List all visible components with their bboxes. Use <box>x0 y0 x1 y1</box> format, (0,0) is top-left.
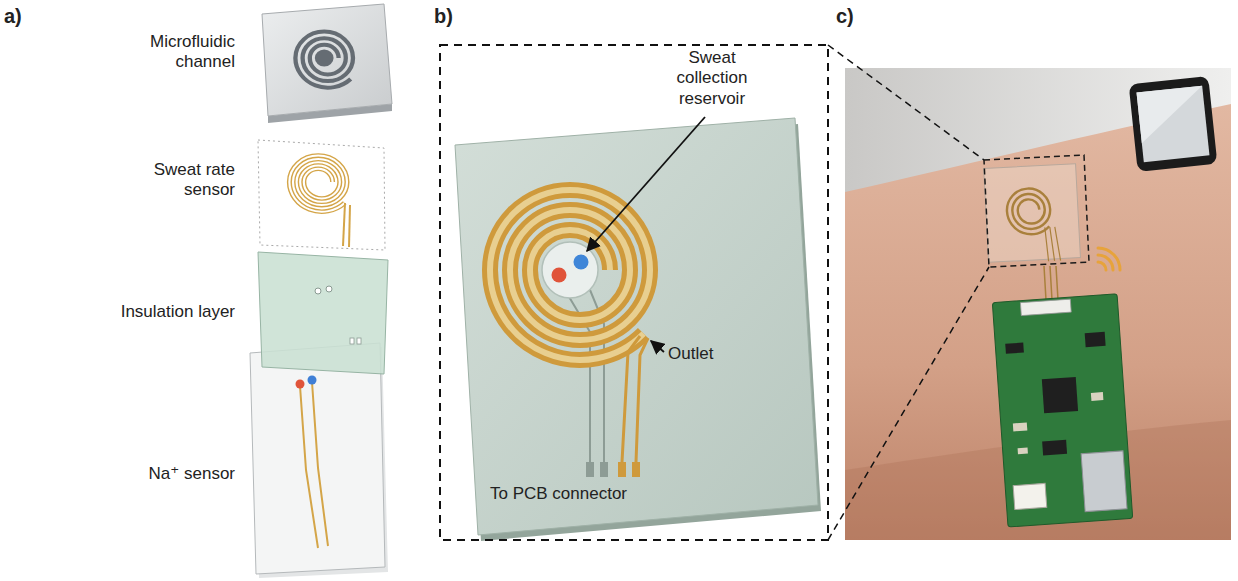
panel-letter: c) <box>836 4 876 28</box>
callout-arrow <box>587 117 705 251</box>
phone <box>1129 76 1218 172</box>
layer-label: Microfluidic channel <box>110 32 235 73</box>
sweat-rate-sensor-layer <box>289 156 347 212</box>
microfluidic-layer <box>262 4 392 116</box>
pcb <box>1091 392 1104 401</box>
layer-label: Insulation layer <box>80 302 235 322</box>
zoom-box <box>440 45 828 540</box>
pcb <box>1085 332 1106 347</box>
photo <box>845 68 1231 540</box>
photo <box>845 104 1231 540</box>
insulation-layer <box>357 338 361 344</box>
sweat-rate-sensor-layer <box>289 156 347 212</box>
photo <box>1044 266 1058 300</box>
phone <box>1137 86 1208 144</box>
device-plate <box>636 338 648 462</box>
zoom-line <box>828 267 989 540</box>
callout-arrow <box>587 117 705 352</box>
pcb <box>1042 440 1067 456</box>
pcb <box>1013 483 1047 509</box>
device-plate <box>490 190 650 360</box>
callout-label: To PCB connector <box>490 484 660 504</box>
sweat-rate-sensor-layer <box>349 205 350 247</box>
insulation-layer <box>258 252 388 374</box>
insulation-layer <box>326 286 332 292</box>
na-sensor-layer <box>250 343 388 578</box>
na-sensor-layer <box>300 386 318 548</box>
sweat-rate-sensor-layer <box>258 140 385 250</box>
device-plate <box>618 462 626 477</box>
device-plate <box>586 462 594 477</box>
callout-label: Sweat collection reservoir <box>662 48 762 109</box>
sweat-rate-sensor-layer <box>258 140 385 250</box>
microfluidic-layer <box>295 32 353 88</box>
device-plate <box>574 255 589 270</box>
device-plate <box>632 462 640 477</box>
microfluidic-layer <box>262 4 392 123</box>
zoom-line <box>828 45 989 540</box>
patch <box>984 164 1081 265</box>
pcb <box>992 294 1132 527</box>
insulation-layer <box>315 288 321 294</box>
sweat-rate-sensor-layer <box>343 203 345 246</box>
wireless-symbol <box>1098 262 1106 270</box>
wireless-symbol <box>1098 255 1113 270</box>
device-plate <box>542 242 598 298</box>
na-sensor-layer <box>296 380 305 389</box>
device-plate <box>552 268 567 283</box>
layer-label: Na⁺ sensor <box>100 464 235 484</box>
device-plate <box>600 462 608 477</box>
layer-label: Sweat rate sensor <box>130 160 235 201</box>
callout-arrow <box>651 341 664 352</box>
device-plate <box>490 190 650 360</box>
device-plate <box>455 118 818 535</box>
panel-letter: b) <box>434 4 474 28</box>
na-sensor-layer <box>250 343 385 574</box>
microfluidic-layer <box>295 32 353 88</box>
pcb <box>1005 343 1024 354</box>
pcb <box>1013 422 1028 431</box>
pcb <box>1020 299 1071 315</box>
zoom-line <box>828 45 984 160</box>
pcb <box>1018 447 1028 454</box>
wireless-symbol <box>1098 248 1120 270</box>
photo <box>845 68 1231 540</box>
device-plate <box>490 190 650 360</box>
patch <box>1045 227 1061 262</box>
device-plate <box>559 280 590 462</box>
pcb <box>1081 451 1127 512</box>
na-sensor-layer <box>312 382 328 546</box>
panel-letter: a) <box>4 4 44 28</box>
phone <box>1129 76 1218 172</box>
callout-label: Outlet <box>668 344 738 364</box>
patch <box>984 164 1081 263</box>
insulation-layer <box>350 338 354 344</box>
na-sensor-layer <box>308 376 317 385</box>
pcb <box>992 294 1132 527</box>
microfluidic-layer <box>315 49 334 66</box>
device-plate <box>455 118 821 541</box>
photo <box>984 155 1089 267</box>
phone <box>1137 86 1210 163</box>
wireless-symbol <box>1098 248 1120 270</box>
pcb <box>1042 377 1078 413</box>
sweat-rate-sensor-layer <box>289 156 347 212</box>
insulation-layer <box>258 252 388 374</box>
